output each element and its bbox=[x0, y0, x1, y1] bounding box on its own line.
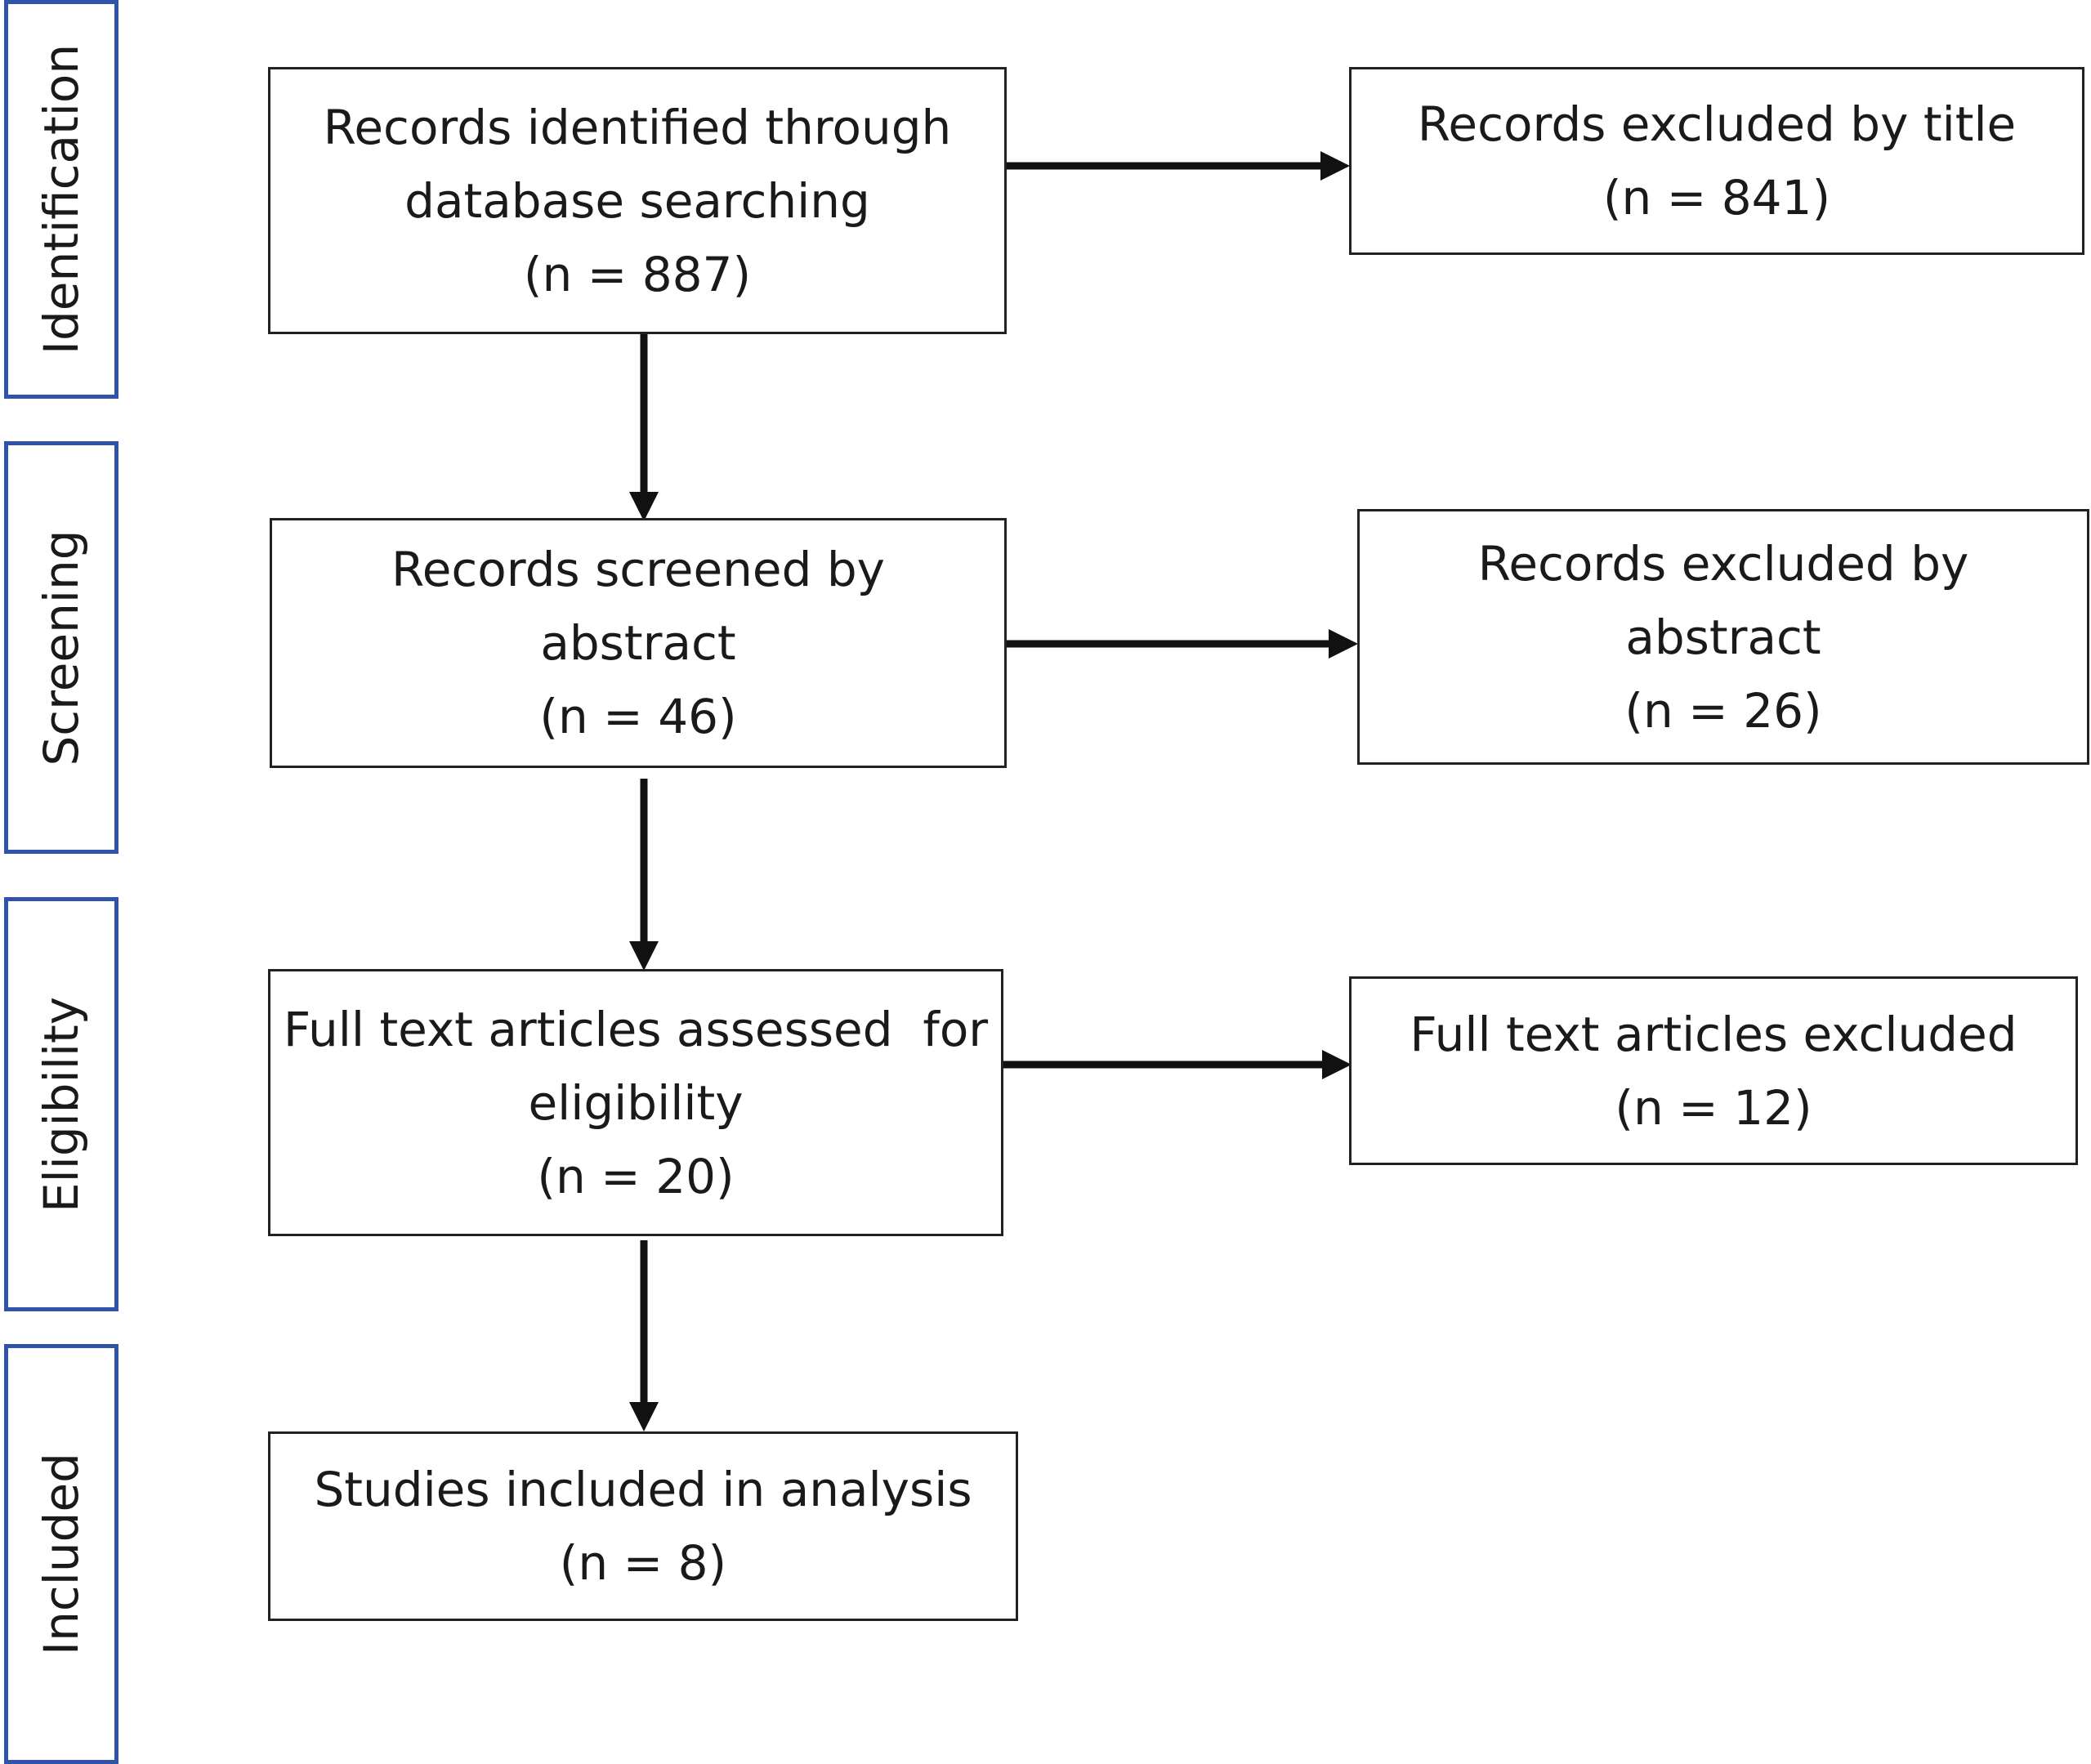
box-count: (n = 841) bbox=[1602, 170, 1831, 226]
arrowhead-excluded-abstract bbox=[1329, 629, 1358, 659]
box-count: (n = 46) bbox=[539, 689, 737, 744]
box-count: (n = 887) bbox=[523, 246, 752, 302]
box-text-line: eligibility bbox=[528, 1074, 744, 1131]
box-records-excluded-title: Records excluded by title (n = 841) bbox=[1349, 67, 2084, 255]
box-text-line: Studies included in analysis bbox=[314, 1462, 972, 1517]
stage-included: Included bbox=[4, 1344, 118, 1764]
box-fulltext-assessed: Full text articles assessed for eligibil… bbox=[268, 969, 1003, 1236]
box-text-line: database searching bbox=[404, 172, 870, 229]
box-records-excluded-abstract: Records excluded by abstract (n = 26) bbox=[1357, 509, 2089, 765]
arrowhead-screened bbox=[629, 492, 659, 521]
arrowhead-excluded-title bbox=[1320, 151, 1350, 181]
box-text-line: Full text articles excluded bbox=[1410, 1006, 2017, 1062]
box-text-line: Records identified through bbox=[323, 99, 952, 155]
box-text-line: Records screened by bbox=[391, 542, 885, 597]
stage-label-eligibility: Eligibility bbox=[34, 996, 89, 1212]
box-text-line: abstract bbox=[1625, 609, 1821, 665]
arrowhead-included bbox=[629, 1402, 659, 1431]
stage-screening: Screening bbox=[4, 441, 118, 854]
stage-label-identification: Identification bbox=[34, 43, 89, 355]
box-records-screened: Records screened by abstract (n = 46) bbox=[270, 518, 1007, 768]
box-count: (n = 8) bbox=[559, 1535, 727, 1591]
box-count: (n = 12) bbox=[1615, 1079, 1812, 1136]
box-fulltext-excluded: Full text articles excluded (n = 12) bbox=[1349, 976, 2078, 1165]
box-text-line: Records excluded by title bbox=[1417, 96, 2017, 152]
box-text-line: Full text articles assessed for bbox=[283, 1001, 989, 1057]
stage-identification: Identification bbox=[4, 0, 118, 399]
stage-label-screening: Screening bbox=[34, 529, 89, 766]
stage-label-included: Included bbox=[34, 1453, 89, 1655]
box-text-line: Records excluded by bbox=[1477, 535, 1969, 592]
box-records-identified: Records identified through database sear… bbox=[268, 67, 1007, 334]
arrowhead-fulltext-excluded bbox=[1322, 1050, 1352, 1079]
box-count: (n = 20) bbox=[537, 1148, 735, 1204]
box-count: (n = 26) bbox=[1624, 682, 1822, 739]
box-text-line: abstract bbox=[540, 615, 736, 671]
stage-eligibility: Eligibility bbox=[4, 897, 118, 1311]
box-studies-included: Studies included in analysis (n = 8) bbox=[268, 1431, 1018, 1621]
arrowhead-fulltext bbox=[629, 941, 659, 971]
